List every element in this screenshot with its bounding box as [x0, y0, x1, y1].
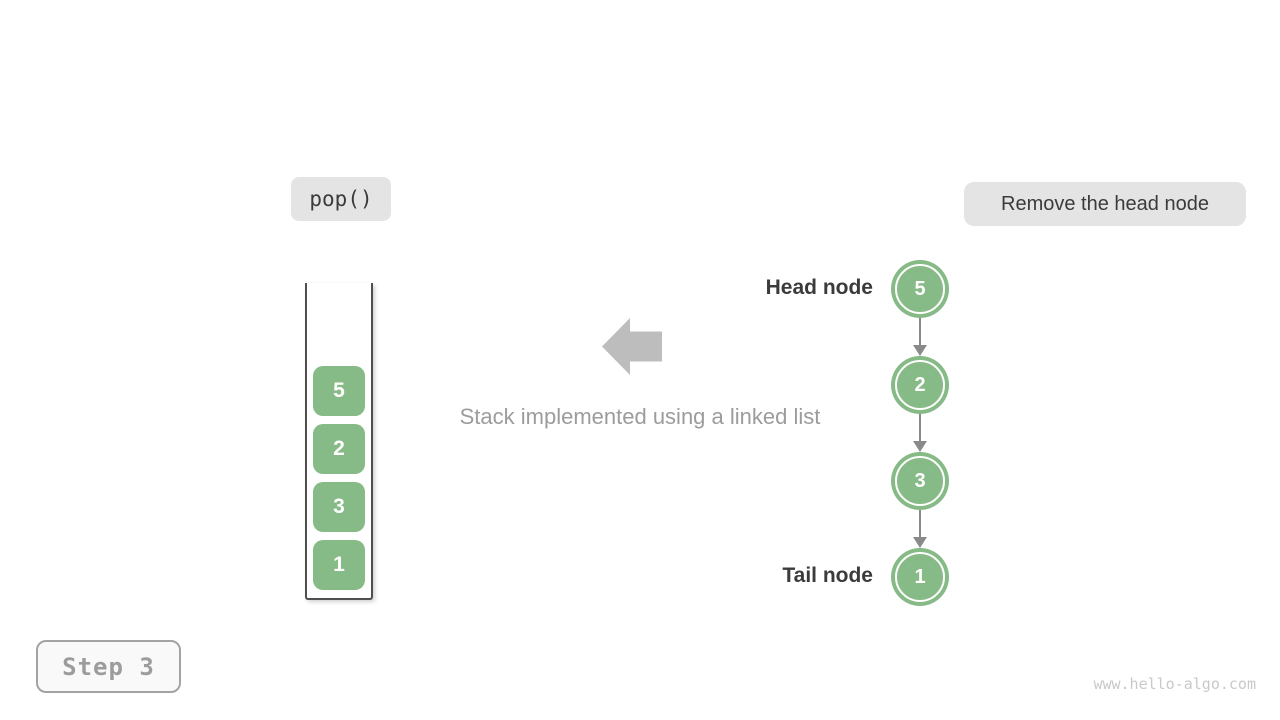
- left-block-arrow-icon: [602, 318, 662, 375]
- description-badge: Remove the head node: [964, 182, 1246, 226]
- stack-item-value: 1: [333, 553, 345, 576]
- linked-list-node: 2: [891, 356, 949, 414]
- stack-item-value: 3: [333, 495, 345, 518]
- arrow-down-icon: [913, 510, 927, 548]
- linked-list-node: 1: [891, 548, 949, 606]
- stack-item: 1: [313, 540, 365, 590]
- watermark-text: www.hello-algo.com: [1093, 675, 1256, 693]
- linked-list-node-value: 1: [895, 552, 945, 602]
- stack-item: 2: [313, 424, 365, 474]
- stack-item-value: 2: [333, 437, 345, 460]
- linked-list-node-value: 2: [895, 360, 945, 410]
- arrow-down-icon: [913, 318, 927, 356]
- stack-item: 5: [313, 366, 365, 416]
- operation-label: pop(): [309, 187, 373, 211]
- description-label: Remove the head node: [1001, 192, 1209, 215]
- linked-list-node-value: 3: [895, 456, 945, 506]
- linked-list-node: 5: [891, 260, 949, 318]
- arrow-down-icon: [913, 414, 927, 452]
- stack-container: 5 2 3 1: [305, 283, 373, 600]
- step-label: Step 3: [62, 652, 155, 681]
- linked-list-node-value: 5: [895, 264, 945, 314]
- operation-badge: pop(): [291, 177, 391, 221]
- linked-list-node: 3: [891, 452, 949, 510]
- stack-item: 3: [313, 482, 365, 532]
- head-node-label: Head node: [765, 276, 873, 299]
- step-badge: Step 3: [36, 640, 181, 693]
- stack-item-value: 5: [333, 379, 345, 402]
- caption-text: Stack implemented using a linked list: [459, 404, 821, 429]
- tail-node-label: Tail node: [782, 564, 873, 587]
